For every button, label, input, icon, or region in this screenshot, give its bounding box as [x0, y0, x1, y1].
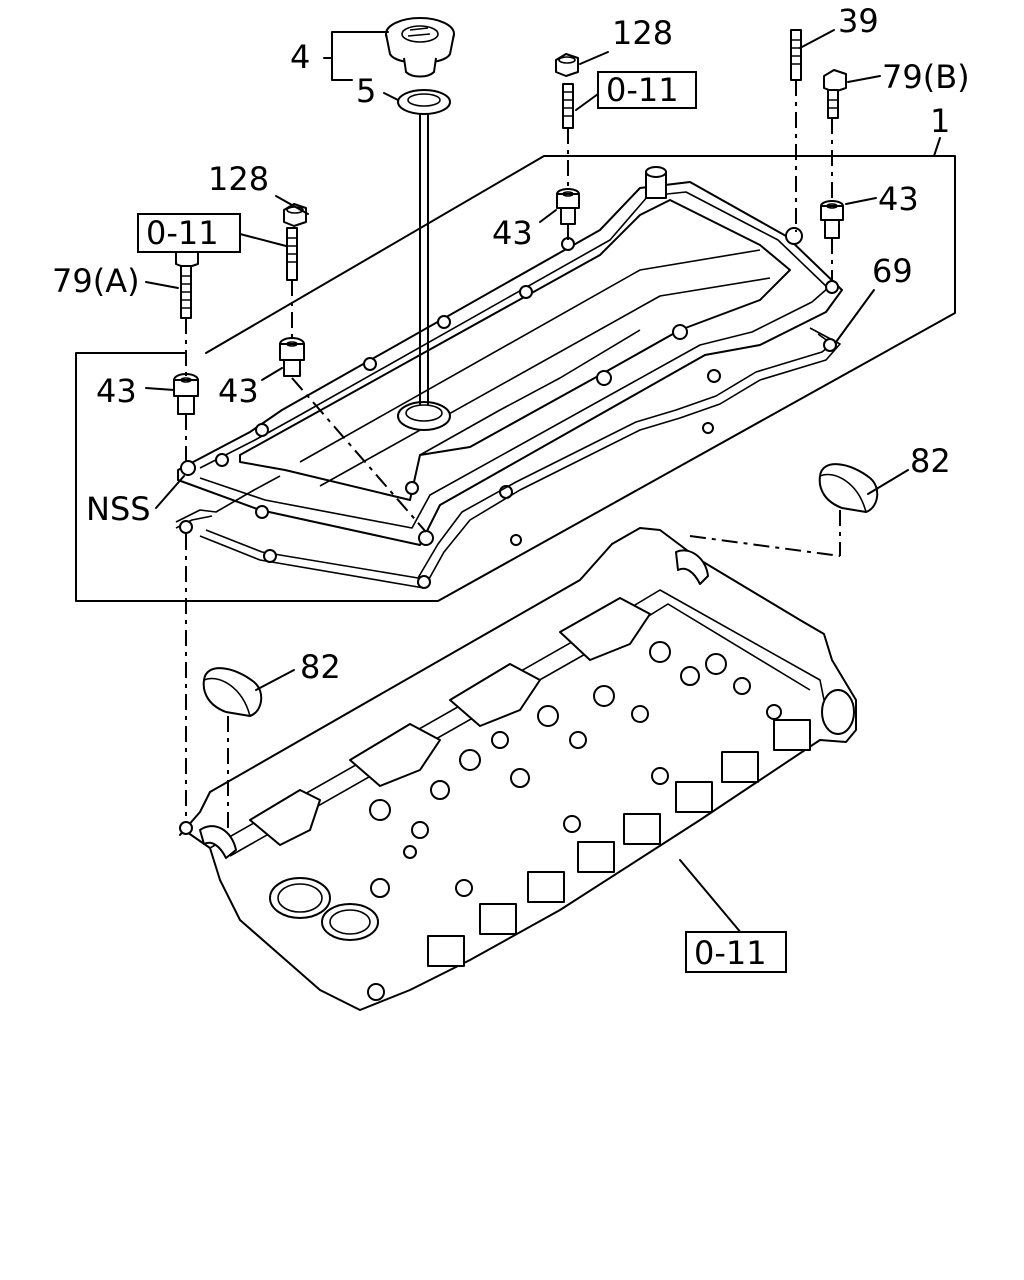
- bolt-79b: [823, 69, 847, 119]
- callout-labels: 4 5 128 0-11 39 79(B) 1 128 0-11 43 43 6…: [52, 2, 970, 973]
- callout-43-center: 43: [218, 372, 259, 410]
- callout-39: 39: [838, 2, 879, 40]
- intake-ports: [427, 719, 811, 967]
- stud-top-center: [562, 83, 574, 129]
- callout-4: 4: [290, 38, 310, 76]
- half-moon-plug-left: [202, 667, 263, 717]
- callout-0-11-bottom[interactable]: 0-11: [694, 934, 767, 972]
- assembly-frame: [75, 155, 956, 602]
- callout-43-right: 43: [878, 180, 919, 218]
- nut-128-top: [555, 53, 579, 77]
- callout-82-right: 82: [910, 442, 951, 480]
- callout-69: 69: [872, 252, 913, 290]
- callout-0-11-top[interactable]: 0-11: [606, 71, 679, 109]
- stud-left: [286, 227, 298, 281]
- bolt-79a: [175, 245, 199, 319]
- ref-box-left: [137, 213, 241, 253]
- stud-39: [790, 29, 802, 81]
- ref-box-top: [597, 71, 697, 109]
- ref-box-bottom: [685, 931, 787, 973]
- alignment-lines: [185, 80, 841, 832]
- bushing-43-top: [556, 188, 580, 225]
- callout-79b: 79(B): [882, 58, 970, 96]
- filler-seal: [397, 89, 451, 115]
- callout-79a: 79(A): [52, 262, 140, 300]
- half-moon-plug-right: [818, 463, 879, 513]
- callout-43-left: 43: [96, 372, 137, 410]
- leader-lines: [145, 29, 941, 935]
- bushing-43-left: [173, 373, 199, 415]
- callout-0-11-left[interactable]: 0-11: [146, 214, 219, 252]
- bushing-43-center: [279, 337, 305, 377]
- valve-cover: [177, 166, 843, 546]
- oil-filler-cap: [385, 17, 455, 78]
- callout-5: 5: [356, 72, 376, 110]
- cylinder-head: [179, 527, 857, 1011]
- cover-gasket: [175, 327, 841, 589]
- bushing-43-right: [820, 200, 844, 239]
- callout-nss: NSS: [86, 490, 151, 528]
- callout-1: 1: [930, 102, 950, 140]
- callout-82-left: 82: [300, 648, 341, 686]
- callout-43-mid: 43: [492, 214, 533, 252]
- callout-128-left: 128: [208, 160, 269, 198]
- callout-128-top: 128: [612, 14, 673, 52]
